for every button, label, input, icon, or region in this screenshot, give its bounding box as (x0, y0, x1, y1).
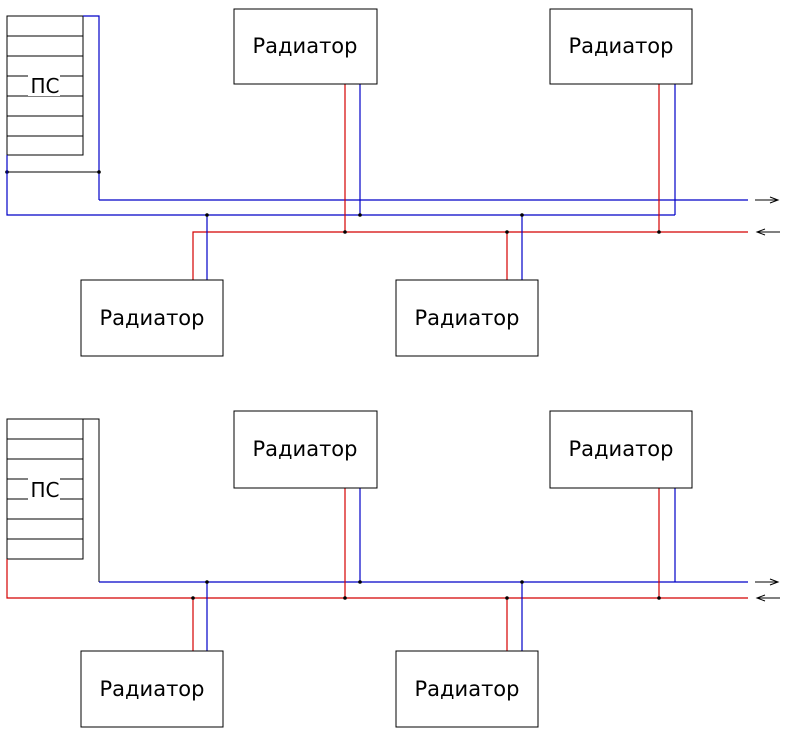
radiator-label: Радиатор (253, 437, 358, 461)
radiator-label: Радиатор (253, 34, 358, 58)
diagram-bottom: ПС Радиатор (6, 410, 780, 728)
return-loop-line (6, 155, 675, 216)
radiator: Радиатор (80, 279, 224, 357)
flow-in-arrow (755, 594, 780, 602)
radiator: Радиатор (80, 650, 224, 728)
radiator: Радиатор (395, 279, 539, 357)
radiator-label: Радиатор (415, 677, 520, 701)
radiator: Радиатор (233, 410, 378, 489)
radiator: Радиатор (233, 8, 378, 85)
diagram-top: ПС (5, 8, 780, 357)
flow-out-arrow (755, 578, 780, 586)
radiator-label: Радиатор (569, 437, 674, 461)
supply-main-line (6, 559, 748, 599)
ps-label: ПС (30, 74, 59, 98)
flow-in-arrow (755, 228, 780, 236)
supply-main-line (192, 231, 748, 280)
radiator: Радиатор (549, 410, 693, 489)
radiator-label: Радиатор (569, 34, 674, 58)
radiator: Радиатор (549, 8, 693, 85)
flow-out-arrow (755, 196, 780, 204)
ps-unit: ПС (5, 15, 101, 200)
ps-label: ПС (30, 478, 59, 502)
radiator-label: Радиатор (415, 306, 520, 330)
radiator-label: Радиатор (100, 306, 205, 330)
ps-unit: ПС (6, 418, 100, 582)
radiator-label: Радиатор (100, 677, 205, 701)
radiator: Радиатор (395, 650, 539, 728)
